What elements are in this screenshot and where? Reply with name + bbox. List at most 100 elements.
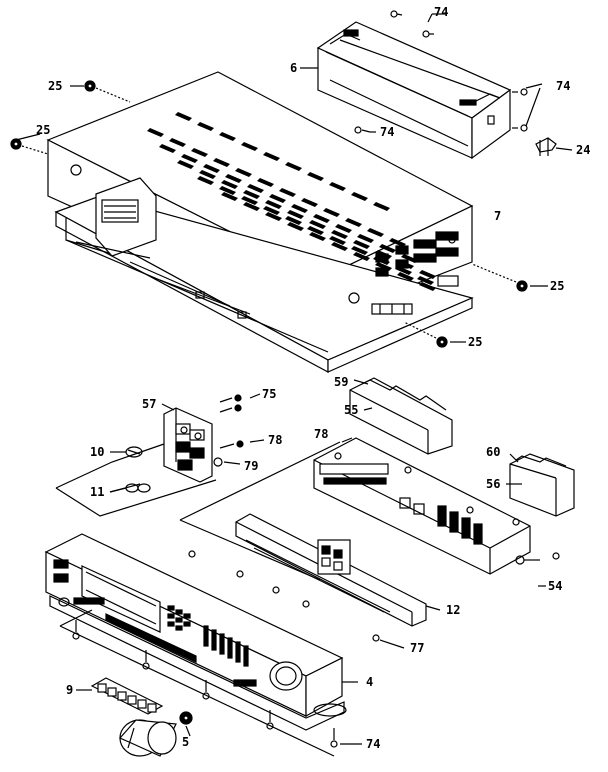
vent-slot [175,112,192,121]
callout-9: 9 [66,683,74,697]
callout-59: 59 [334,375,349,389]
vent-slot [335,224,352,233]
vent-slot [147,128,164,137]
callout-78-b: 78 [314,427,329,441]
vent-slot [323,208,340,217]
vent-slot [241,142,258,151]
vent-slot [313,214,330,223]
volume-knob-part-5 [119,719,177,757]
knob-part-11 [125,483,151,493]
vent-slot [353,252,370,261]
vent-slot [351,246,368,255]
callout-11: 11 [90,485,105,499]
callout-77: 77 [410,641,425,655]
callout-7: 7 [494,209,502,223]
main-pcb-part-54 [313,437,540,575]
vent-slot [375,262,392,271]
callout-25-b: 25 [36,123,51,137]
vent-slot [279,188,296,197]
vent-slot [269,194,286,203]
vent-slot [307,172,324,181]
vent-slot [285,216,302,225]
mounting-bracket-part-6 [316,21,512,160]
vent-slot [241,196,258,205]
vent-slot [265,212,282,221]
callout-55: 55 [344,403,359,417]
vent-slot [285,162,302,171]
callout-24: 24 [576,143,591,157]
vent-slot [265,200,282,209]
callout-10: 10 [90,445,105,459]
jack-board-part-57 [163,407,213,483]
vent-slot [345,218,362,227]
callout-6: 6 [290,61,298,75]
push-buttons-part-9 [90,677,164,715]
vent-slot [213,158,230,167]
pcb-part-55 [349,377,453,455]
front-panel-part-4 [44,533,347,731]
cover-screws [10,80,528,348]
vent-slot [351,192,368,201]
knob-washer [179,711,193,725]
vent-slot [221,180,238,189]
vent-slot [309,220,326,229]
vent-slot [197,122,214,131]
callout-25-d: 25 [468,335,483,349]
vent-slot [331,230,348,239]
vent-slot [199,170,216,179]
vent-slot [419,270,436,279]
vent-slot [329,182,346,191]
callout-4: 4 [366,675,374,689]
vent-slot [263,152,280,161]
callout-54: 54 [548,579,563,593]
vent-slot [243,190,260,199]
callout-25-a: 25 [48,79,63,93]
vent-slot [301,198,318,207]
callout-12: 12 [446,603,461,617]
vent-slot [243,202,260,211]
jack-board-screws [213,394,244,467]
vent-slot [181,154,198,163]
callout-57: 57 [142,397,157,411]
vent-slot [379,244,396,253]
callout-60: 60 [486,445,501,459]
vent-slot [291,204,308,213]
callout-25-c: 25 [550,279,565,293]
clip-part-24 [535,137,557,156]
vent-slot [263,206,280,215]
callout-74-right: 74 [556,79,571,93]
pcb-part-56 [509,453,575,517]
vent-slot [235,168,252,177]
vent-slot [417,276,434,285]
display-bracket-screws [188,550,380,642]
vent-slot [373,256,390,265]
vent-slot [219,132,236,141]
vent-slot [375,250,392,259]
vent-slot [309,232,326,241]
callout-74-bottom: 74 [366,737,381,751]
vent-slot [357,234,374,243]
main-pcb-screws [334,452,560,560]
vent-slot [219,186,236,195]
vent-slot [373,202,390,211]
callout-75: 75 [262,387,277,401]
vent-slot [287,210,304,219]
display-bracket-part-12 [235,513,427,627]
vent-slot [225,174,242,183]
vent-slot [397,260,414,269]
vent-slot [203,164,220,173]
cover-vent-slots [147,112,436,291]
vent-slot [169,138,186,147]
vent-slot [389,238,406,247]
vent-slot [329,236,346,245]
callout-78-a: 78 [268,433,283,447]
vent-slot [395,266,412,275]
chassis-cover-part-7 [46,71,474,374]
vent-slot [397,272,414,281]
vent-slot [367,228,384,237]
vent-slot [159,144,176,153]
vent-slot [177,160,194,169]
vent-slot [307,226,324,235]
callout-74-top: 74 [434,5,449,19]
